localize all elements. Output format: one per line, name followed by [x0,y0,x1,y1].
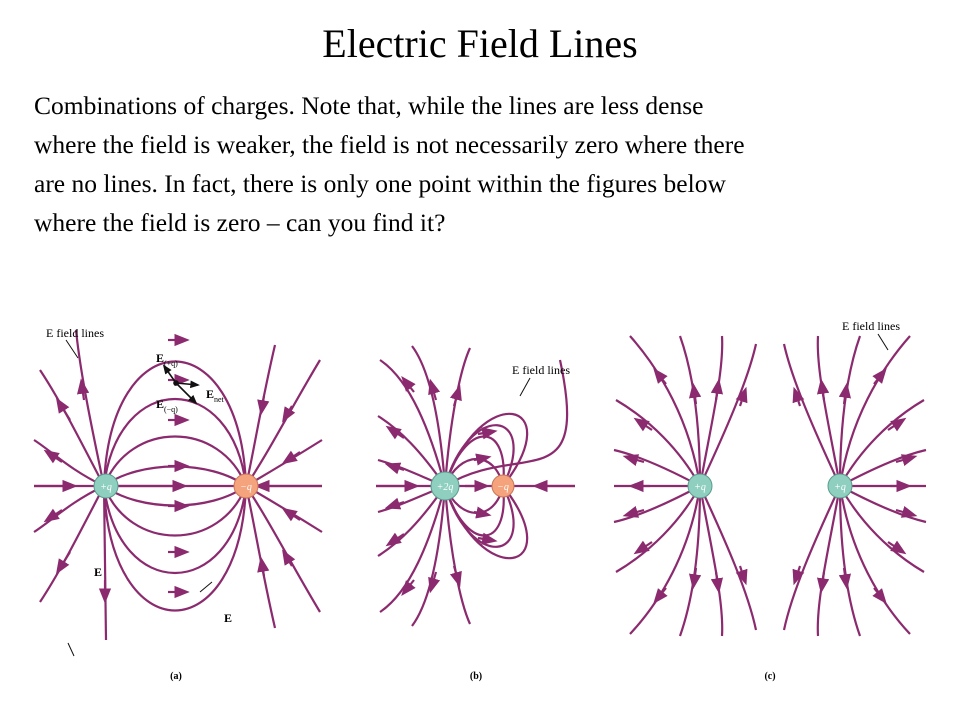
positive-charge [430,471,460,501]
figure-c [613,335,927,637]
leader-line [877,333,889,351]
negative-charge [491,474,515,498]
figure-caption: (a) [170,671,182,682]
charge-label: +q [694,482,706,493]
charge-label: −q [240,482,252,493]
vector-subscript: (−q) [164,405,178,414]
charge-label: +2q [437,482,454,493]
vector-label: E [94,565,102,579]
figure-a [33,329,323,641]
paragraph-line: where the field is weaker, the field is … [34,130,745,159]
leader-line [65,339,79,359]
field-line-figures: +q −q E field lines E (+q) E (−q) E net … [33,319,927,682]
field-lines-label: E field lines [842,319,900,333]
leader-line [519,377,531,397]
slide-title: Electric Field Lines [322,21,638,66]
charge-label: +q [834,482,846,493]
charge-label: +q [100,482,112,493]
figure-caption: (c) [764,671,775,682]
positive-charge [687,473,713,499]
vector-label: E [156,351,164,365]
field-lines-label: E field lines [512,363,570,377]
field-point [173,380,179,386]
vector-diagram-a [67,364,213,657]
description-paragraph: Combinations of charges. Note that, whil… [34,86,934,242]
positive-charge [827,473,853,499]
charge-label: −q [497,482,509,493]
negative-charge [233,473,259,499]
vector-label: E [206,387,214,401]
vector-subscript: net [214,395,225,404]
figure-b [376,345,575,627]
figure-caption: (b) [470,671,482,682]
paragraph-line: are no lines. In fact, there is only one… [34,169,726,198]
vector-label: E [156,397,164,411]
vector-subscript: (+q) [164,359,178,368]
positive-charge [93,473,119,499]
field-lines-label: E field lines [46,326,104,340]
paragraph-line: where the field is zero – can you find i… [34,208,446,237]
vector-label: E [224,611,232,625]
paragraph-line: Combinations of charges. Note that, whil… [34,91,704,120]
